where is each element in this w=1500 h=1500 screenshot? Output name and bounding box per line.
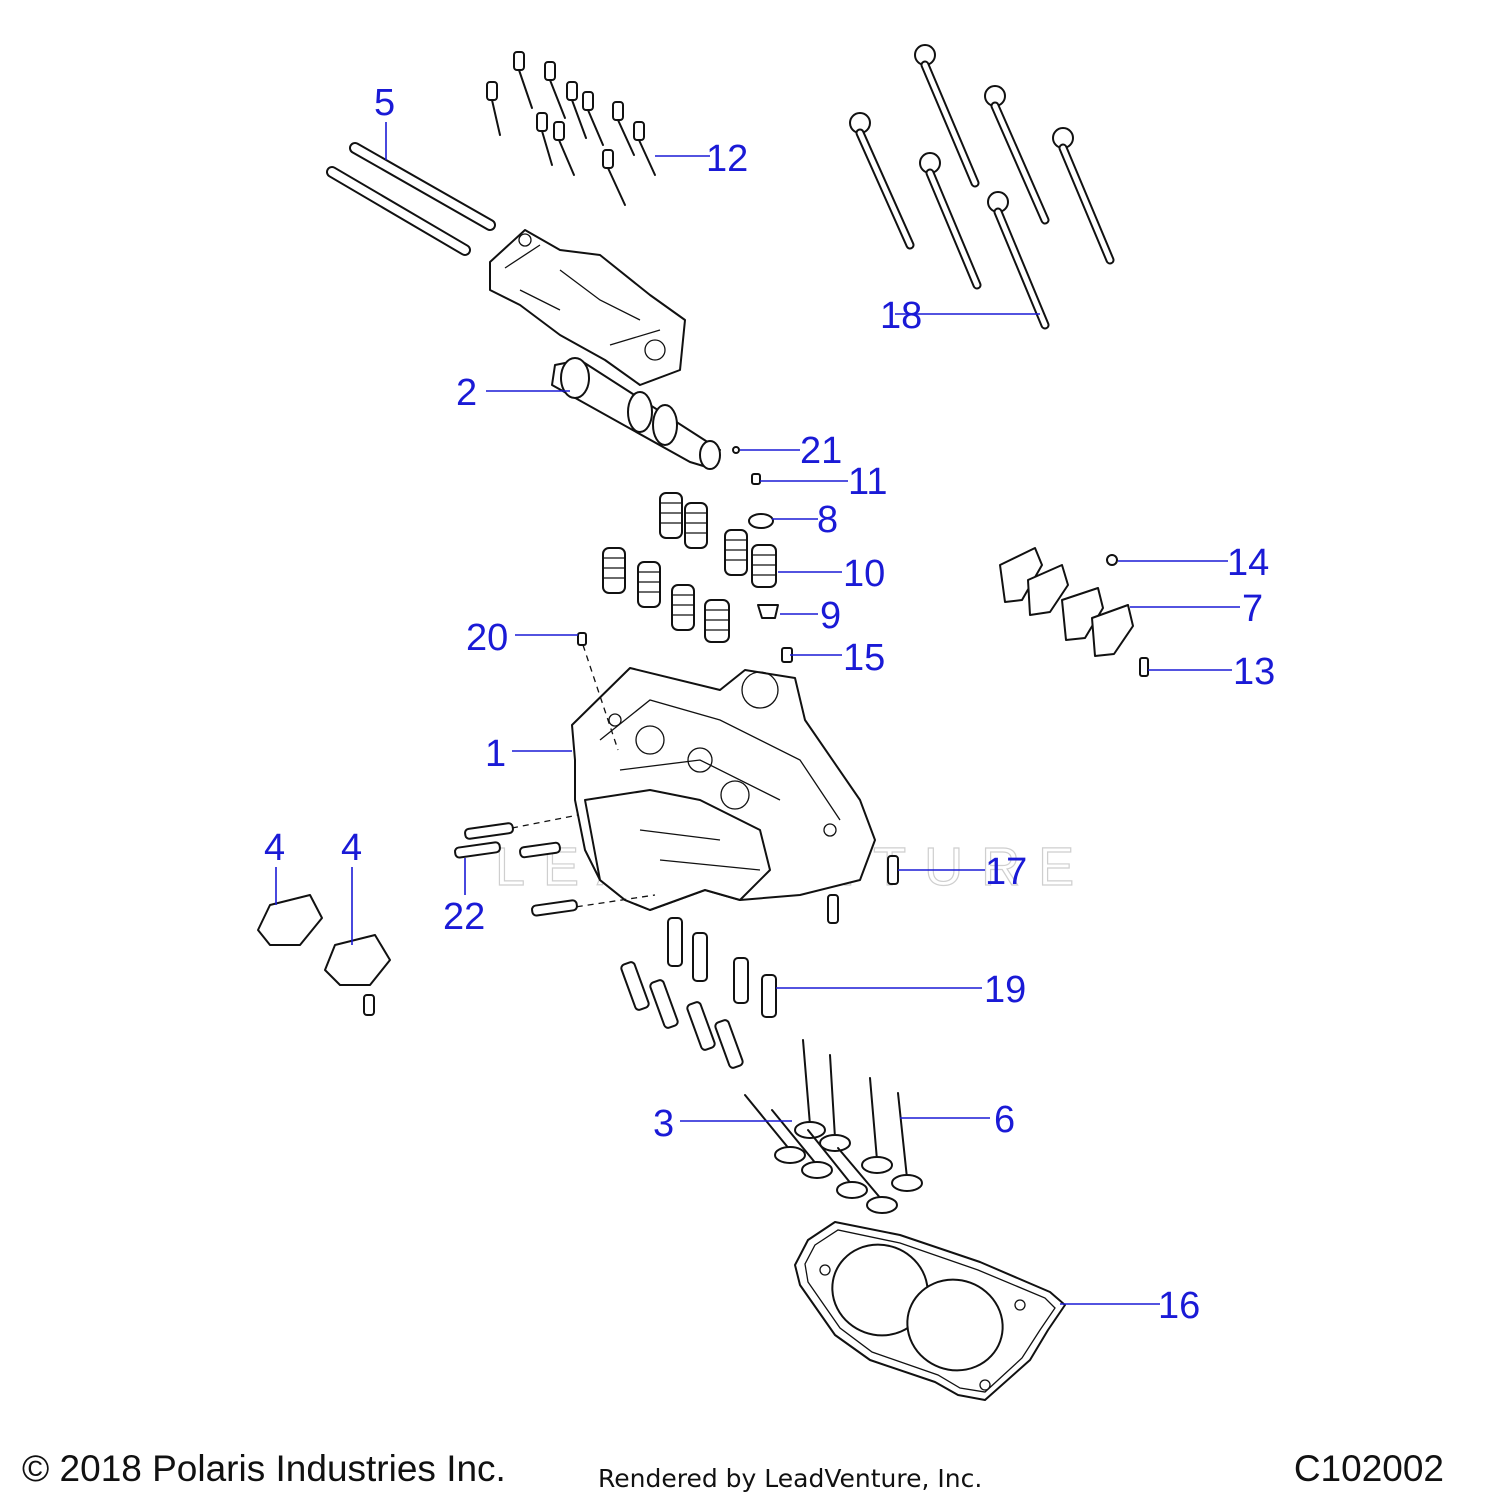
callout-17: 17 (985, 851, 1027, 893)
callout-2: 2 (456, 372, 477, 414)
callout-20: 20 (466, 617, 508, 659)
rendered-by-credit: Rendered by LeadVenture, Inc. (598, 1464, 983, 1493)
part-11-shape (751, 473, 761, 485)
callout-18: 18 (880, 295, 922, 337)
head-bolts-18 (849, 44, 1115, 330)
callout-15: 15 (843, 637, 885, 679)
leader-lines (275, 122, 1240, 1305)
camshaft-2 (551, 357, 721, 470)
head-gasket-16 (794, 1221, 1066, 1401)
part-9-shape (757, 604, 779, 619)
camshaft-carrier (489, 229, 686, 386)
copyright-notice: © 2018 Polaris Industries Inc. (22, 1448, 506, 1489)
callout-3: 3 (653, 1103, 674, 1145)
callout-11: 11 (848, 461, 887, 503)
callout-22: 22 (443, 896, 485, 938)
callout-14: 14 (1227, 542, 1269, 584)
cylinder-head-1 (571, 667, 876, 911)
callout-16: 16 (1158, 1285, 1200, 1327)
callout-12: 12 (706, 138, 748, 180)
part-8-shape (748, 513, 774, 529)
callout-5: 5 (374, 82, 395, 124)
callout-9: 9 (820, 595, 841, 637)
small-bolts-12 (486, 51, 656, 206)
rocker-arms-7 (999, 547, 1134, 657)
small-hardware (577, 446, 1149, 677)
dowel-pins-22 (454, 822, 578, 917)
studs-17 (827, 855, 899, 924)
callout-13: 13 (1233, 651, 1275, 693)
valve-springs-10 (602, 492, 777, 643)
callout-4b: 4 (341, 827, 362, 869)
callout-1: 1 (485, 733, 506, 775)
part-14-shape (1106, 554, 1118, 566)
callout-4a: 4 (264, 827, 285, 869)
callout-10: 10 (843, 553, 885, 595)
rocker-arms-4 (257, 894, 391, 1016)
callout-6: 6 (994, 1099, 1015, 1141)
rocker-shafts-5 (326, 142, 496, 256)
callouts: 1 2 3 4 4 5 6 7 8 9 10 11 12 13 14 15 16… (264, 82, 1275, 1327)
callout-7: 7 (1242, 588, 1263, 630)
callout-21: 21 (800, 430, 842, 472)
callout-19: 19 (984, 969, 1026, 1011)
valves-3-6 (744, 1039, 923, 1214)
callout-8: 8 (817, 499, 838, 541)
part-20-shape (577, 632, 587, 646)
drawing-number: C102002 (1293, 1448, 1444, 1489)
part-13-shape (1139, 657, 1149, 677)
part-21-shape (732, 446, 740, 454)
valve-guides-19 (620, 917, 777, 1069)
